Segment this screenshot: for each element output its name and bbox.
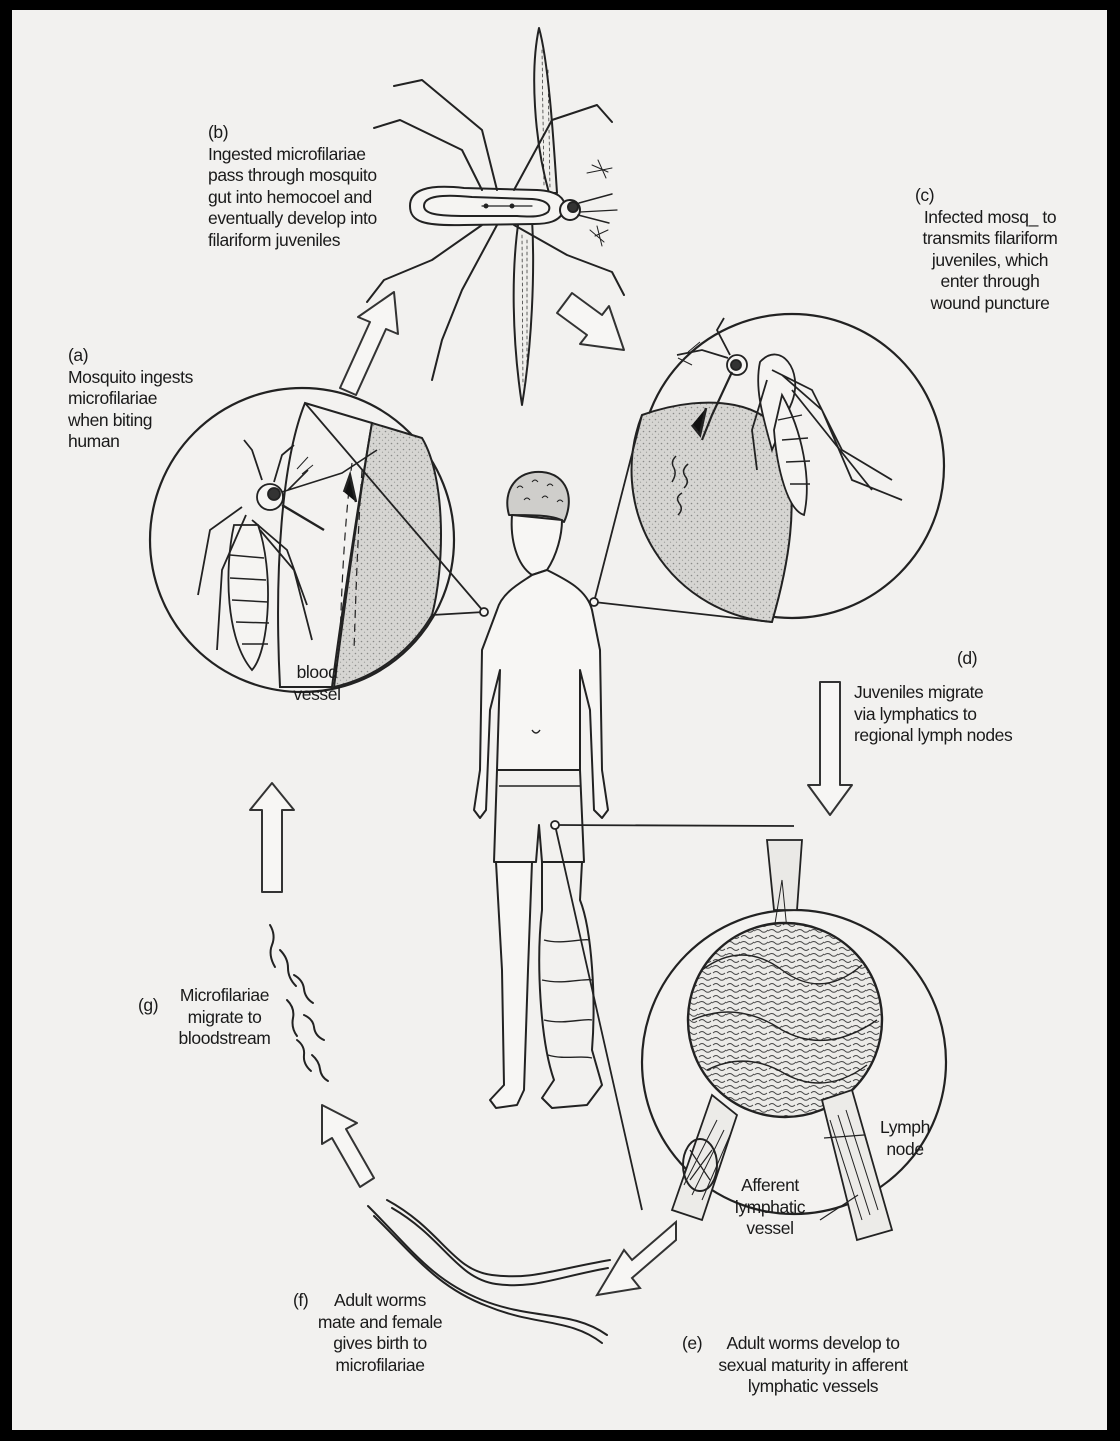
label-g: Microfilariae migrate to bloodstream [167, 985, 282, 1050]
label-a: (a) Mosquito ingests microfilariae when … [68, 345, 193, 453]
label-d-tag: (d) [957, 648, 977, 670]
label-c: (c) Infected mosq_ to transmits filarifo… [915, 185, 1065, 314]
label-e: Adult worms develop to sexual maturity i… [698, 1333, 928, 1398]
inset-c [632, 314, 944, 622]
label-lymph-node: Lymph node [870, 1117, 940, 1160]
label-afferent-vessel: Afferent lymphatic vessel [725, 1175, 815, 1240]
label-g-tag: (g) [138, 995, 158, 1017]
arrow-a-to-b [340, 292, 398, 395]
arrow-f-to-g [322, 1105, 374, 1187]
label-d: Juveniles migrate via lymphatics to regi… [854, 682, 1012, 747]
label-b: (b) Ingested microfilariae pass through … [208, 122, 377, 251]
arrow-c-to-d [808, 682, 852, 815]
figure-page: (b) Ingested microfilariae pass through … [12, 10, 1107, 1430]
mosquito-b [367, 28, 624, 405]
arrow-b-to-c [557, 293, 624, 350]
label-blood-vessel: blood vessel [277, 662, 357, 705]
arrow-e-to-f [597, 1222, 676, 1295]
arrow-g-to-a [250, 783, 294, 892]
inset-a [150, 388, 454, 692]
human-figure [474, 472, 608, 1108]
label-f: Adult worms mate and female gives birth … [310, 1290, 450, 1376]
label-f-tag: (f) [293, 1290, 308, 1312]
